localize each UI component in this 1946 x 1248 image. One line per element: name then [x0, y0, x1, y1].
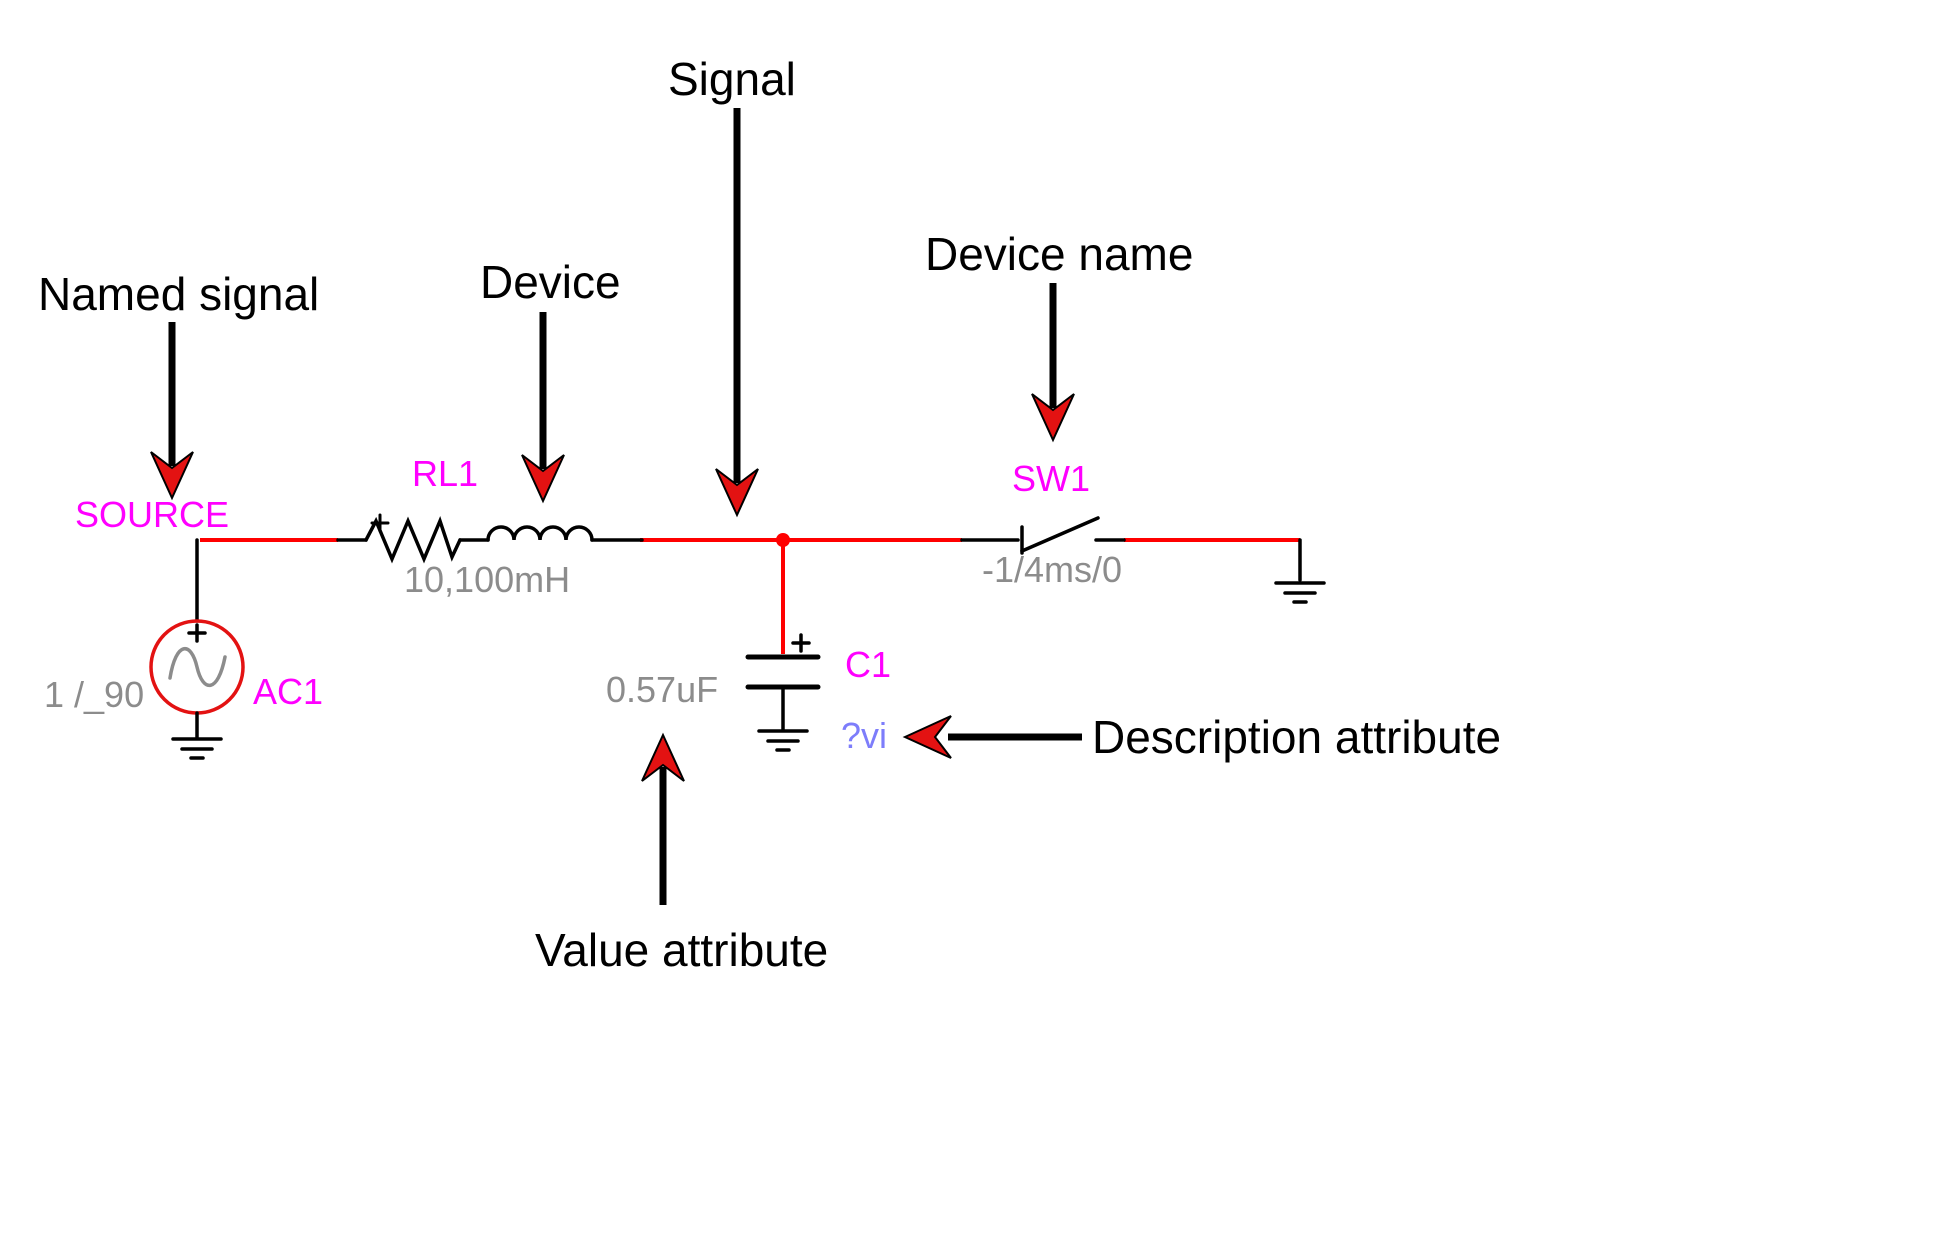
ac-source-name-label[interactable]: AC1: [253, 671, 323, 712]
inductor-name-label[interactable]: RL1: [412, 453, 478, 494]
annotation-description-attribute-label: Description attribute: [1092, 711, 1501, 763]
plus-sign: [791, 633, 811, 653]
arrowhead-down-icon: [521, 454, 565, 504]
capacitor-name-label[interactable]: C1: [845, 644, 891, 685]
switch-value-label[interactable]: -1/4ms/0: [982, 549, 1122, 590]
named-signal-label[interactable]: SOURCE: [75, 494, 229, 535]
sine-wave-icon: [168, 647, 227, 688]
resistor-zigzag: [364, 516, 462, 564]
annotation-value-attribute: Value attribute: [535, 732, 828, 976]
inductor-resistor-symbol[interactable]: [336, 513, 644, 564]
annotation-value-attribute-label: Value attribute: [535, 924, 828, 976]
switch-blade: [1020, 516, 1100, 553]
arrowhead-up-icon: [641, 732, 685, 782]
annotation-named-signal: Named signal: [38, 268, 319, 501]
annotation-device-name-label: Device name: [925, 228, 1193, 280]
arrowhead-down-icon: [150, 451, 194, 501]
annotation-signal: Signal: [668, 53, 796, 518]
inductor-value-label[interactable]: 10,100mH: [404, 559, 570, 600]
annotation-device-label: Device: [480, 256, 621, 308]
capacitor-symbol[interactable]: [745, 633, 821, 752]
capacitor-description-label[interactable]: ?vi: [841, 715, 887, 756]
annotation-named-signal-label: Named signal: [38, 268, 319, 320]
annotation-description-attribute: Description attribute: [902, 711, 1501, 763]
ground-symbol[interactable]: [757, 729, 809, 752]
wire-net[interactable]: [200, 538, 1300, 654]
arrowhead-down-icon: [1031, 393, 1075, 443]
switch-symbol[interactable]: [960, 516, 1126, 555]
inductor-coils: [486, 525, 594, 542]
ac-source-symbol[interactable]: [149, 538, 245, 760]
ac-source-value-label[interactable]: 1 /_90: [44, 674, 144, 715]
arrowhead-down-icon: [715, 468, 759, 518]
arrowhead-left-icon: [902, 715, 952, 759]
capacitor-value-label[interactable]: 0.57uF: [606, 669, 718, 710]
junction-dot[interactable]: [776, 533, 790, 547]
annotation-device-name: Device name: [925, 228, 1193, 443]
plus-sign: [187, 623, 207, 643]
ground-symbol-right[interactable]: [1274, 538, 1326, 604]
annotation-device: Device: [480, 256, 621, 504]
ground-symbol[interactable]: [171, 737, 223, 760]
switch-name-label[interactable]: SW1: [1012, 458, 1090, 499]
annotation-signal-label: Signal: [668, 53, 796, 105]
